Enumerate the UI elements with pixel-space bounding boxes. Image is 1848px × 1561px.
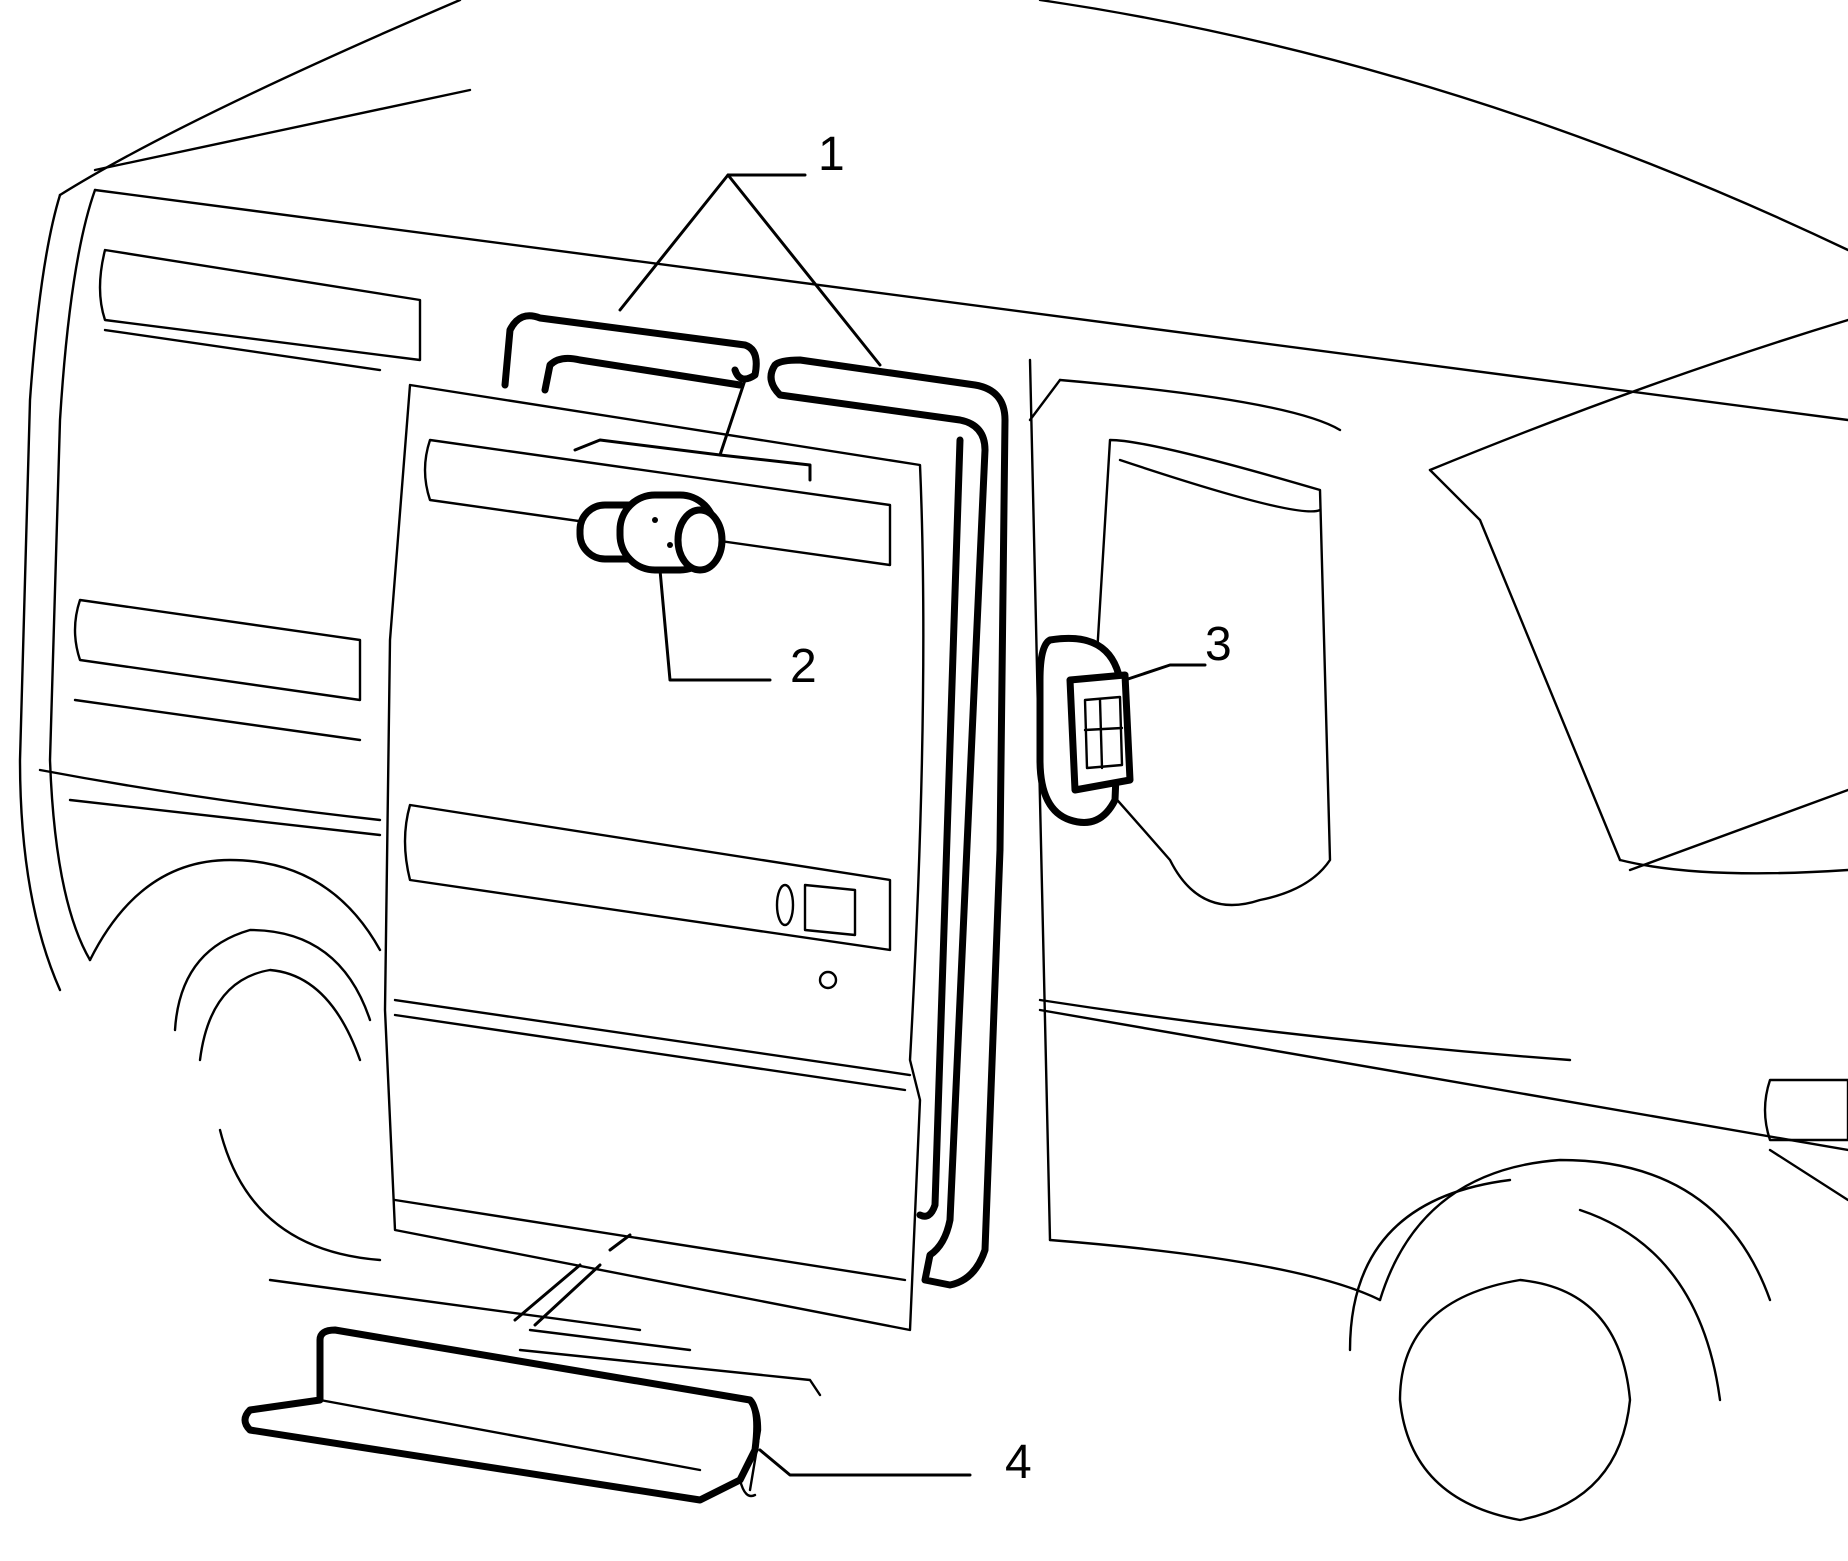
callout-4: 4 — [1005, 1436, 1032, 1489]
sliding-door-panel — [383, 383, 925, 1332]
callout-2: 2 — [790, 640, 817, 693]
roller-part-2 — [576, 491, 726, 574]
callout-1: 1 — [818, 128, 845, 181]
door-seal-part-1 — [501, 312, 1009, 1289]
guide-part-3 — [1036, 634, 1134, 826]
sill-seal-part-4 — [241, 1326, 762, 1504]
leader-lines — [513, 173, 1207, 1477]
callout-3: 3 — [1205, 618, 1232, 671]
van-body — [18, 0, 1848, 1522]
